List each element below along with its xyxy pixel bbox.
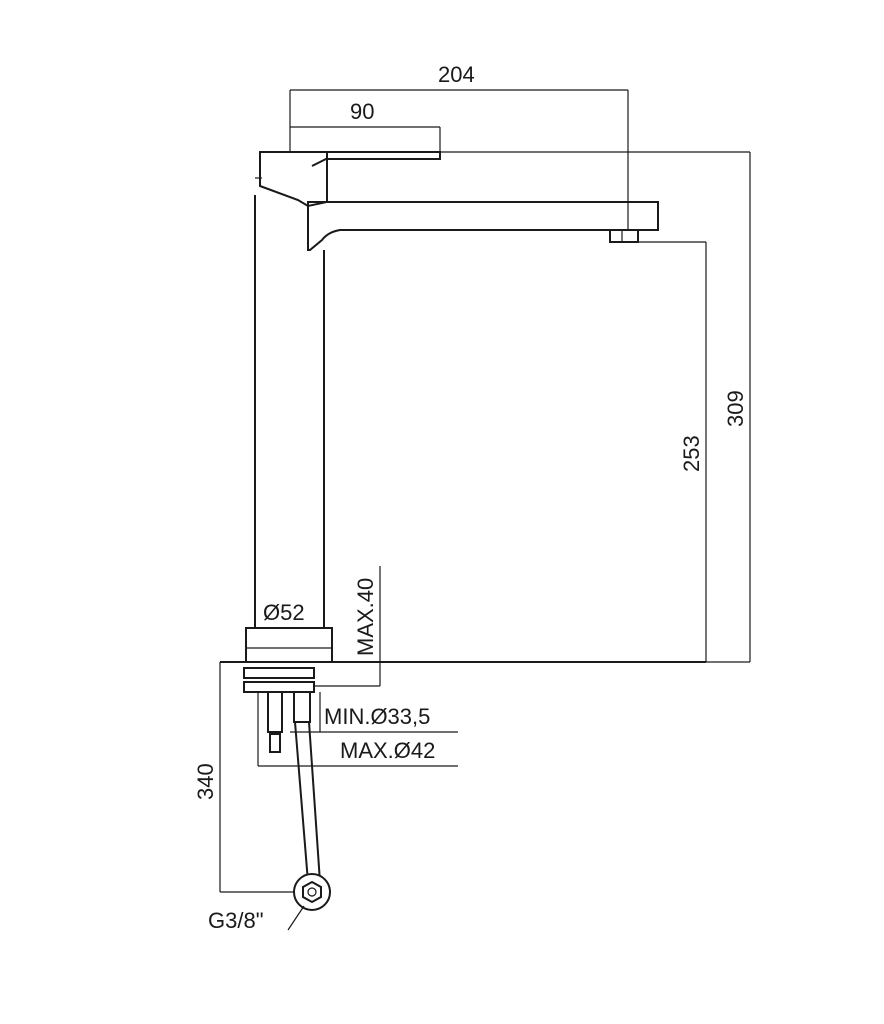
base-diameter-label: Ø52 xyxy=(263,600,305,625)
fixing-assembly xyxy=(243,667,321,883)
spout-reach-label: 204 xyxy=(438,62,475,87)
hose-nut xyxy=(293,873,331,911)
dimension-hole-diameter: MIN.Ø33,5 MAX.Ø42 xyxy=(257,692,458,767)
hose-length-label: 340 xyxy=(193,763,218,800)
deck-thickness-label: MAX.40 xyxy=(353,578,378,656)
dimension-deck-thickness: MAX.40 xyxy=(314,566,381,687)
lever-handle xyxy=(255,151,441,208)
dimension-spout-height: 253 xyxy=(638,241,707,662)
base-ring xyxy=(220,627,706,663)
spout xyxy=(307,201,659,251)
total-height-label: 309 xyxy=(723,390,748,427)
max-hole-diameter-label: MAX.Ø42 xyxy=(340,738,435,763)
thread-callout: G3/8" xyxy=(208,905,305,933)
dimension-hose-length: 340 xyxy=(193,662,294,893)
thread-label: G3/8" xyxy=(208,908,264,933)
faucet-body xyxy=(254,195,325,628)
dimension-handle-length: 90 xyxy=(290,99,441,152)
dimension-spout-reach: 204 xyxy=(289,62,629,202)
spout-height-label: 253 xyxy=(679,435,704,472)
handle-length-label: 90 xyxy=(350,99,374,124)
dimension-total-height: 309 xyxy=(440,151,751,663)
min-hole-diameter-label: MIN.Ø33,5 xyxy=(324,704,430,729)
dimension-base-diameter: Ø52 xyxy=(263,600,305,625)
